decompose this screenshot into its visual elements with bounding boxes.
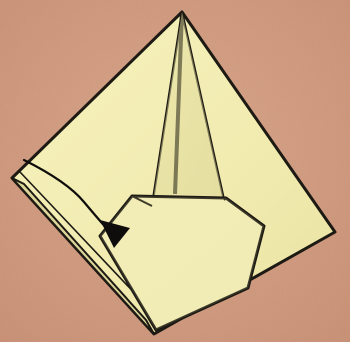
origami-fold-canvas bbox=[0, 0, 350, 342]
origami-illustration bbox=[0, 0, 350, 342]
